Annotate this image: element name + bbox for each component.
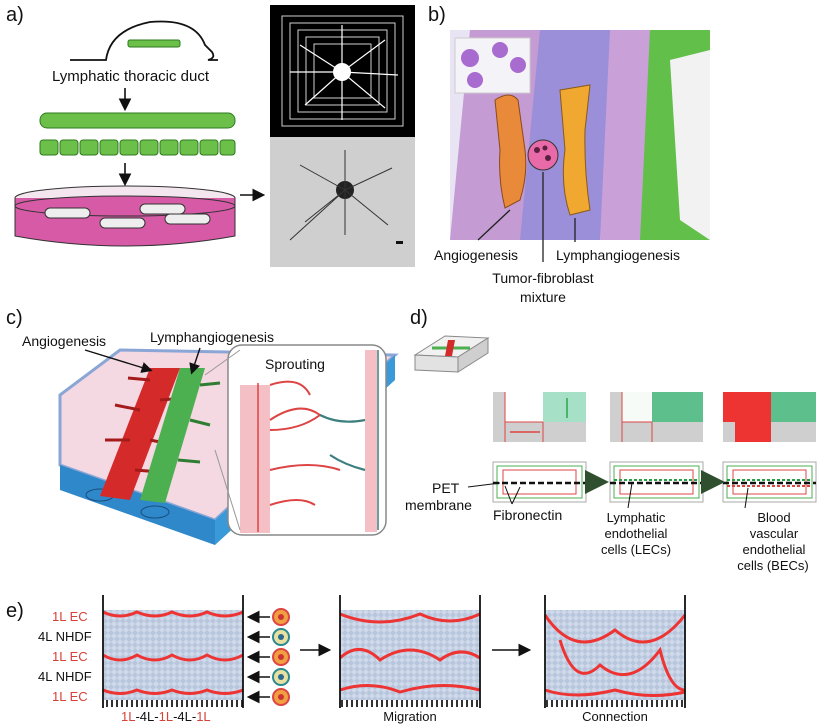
mixture-label: mixture [520,289,566,305]
red-vessel-network [100,368,180,500]
lec-label-3: cells (LECs) [600,542,672,557]
step2-top [610,392,703,442]
layer-formula: 1L-4L-1L-4L-1L [121,709,211,724]
thoracic-duct-icon [127,39,181,48]
duct-label: Lymphatic thoracic duct [52,68,210,85]
layer-label-4: 4L NHDF [38,669,92,684]
lymphangiogenesis-label-b: Lymphangiogenesis [556,247,681,263]
layer-label-3: 1L EC [52,649,88,664]
lec-label-1: Lymphatic [606,510,666,525]
bec-label-3: endothelial [742,542,806,557]
panel-b-letter: b) [428,4,446,26]
bec-label-1: Blood [757,510,791,525]
lec-label-2: endothelial [604,526,668,541]
layer-label-1: 1L EC [52,609,88,624]
migration-label: Migration [383,709,437,724]
panel-d [413,335,817,509]
formula-part-4: -4L- [173,709,197,724]
lymphangiogenesis-label-c: Lymphangiogenesis [150,329,275,345]
green-vessel-network [140,368,205,503]
tumor-fibroblast-label: Tumor-fibroblast [492,270,594,286]
step3-cross [722,461,817,503]
panel-d-letter: d) [410,307,428,329]
mouse-silhouette [70,20,218,61]
bec-label-2: vascular [749,526,799,541]
panel-a-letter: a) [6,4,24,26]
well-migration [338,595,481,708]
layer-label-5: 1L EC [52,689,88,704]
panel-c-letter: c) [6,307,23,329]
formula-part-3: 1L [158,709,174,724]
pet-label-1: PET [432,480,460,496]
step3-top [723,392,816,442]
bec-label-4: cells (BECs) [737,558,809,573]
layer-label-2: 4L NHDF [38,629,92,644]
angiogenesis-label-c: Angiogenesis [22,333,107,349]
sprouting-label: Sprouting [265,356,325,372]
pet-label-2: membrane [405,497,472,513]
well-layered [102,595,244,708]
connection-label: Connection [582,709,648,724]
petri-dish [14,185,236,247]
formula-part-1: 1L [121,709,136,724]
step2-cross [609,461,704,503]
step1-top [493,392,586,442]
cell-icons [246,608,290,706]
whole-vessel [39,112,236,129]
segmented-vessel [39,139,236,156]
formula-part-5: 1L [196,709,211,724]
panel-a [14,5,415,267]
blood-vessel [494,94,527,209]
angiogenesis-label-b: Angiogenesis [434,247,519,263]
fibronectin-label: Fibronectin [493,507,563,523]
brightfield-image [270,137,415,267]
tumor-cluster [527,139,559,171]
well-connection [543,595,687,708]
panel-e [102,595,687,708]
panel-b [450,30,710,262]
panel-c [58,344,399,545]
panel-e-letter: e) [6,600,24,622]
lymphatic-vessel [559,84,591,216]
formula-part-2: -4L- [135,709,159,724]
chamber-side [60,465,215,545]
step1-cross [492,461,587,503]
